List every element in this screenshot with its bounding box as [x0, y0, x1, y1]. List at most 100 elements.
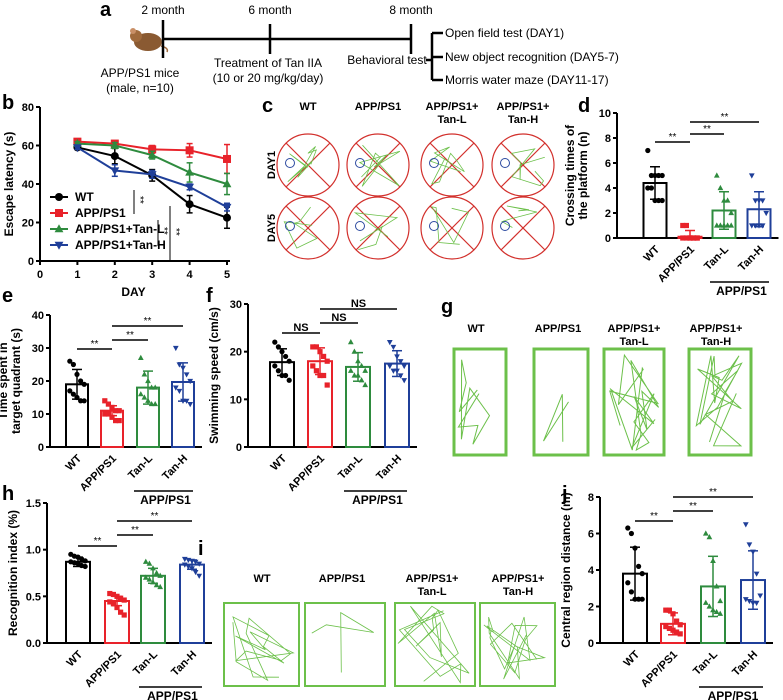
- data-point: [146, 560, 153, 566]
- series-APP/PS1+Tan-H: [73, 144, 232, 212]
- data-point: [694, 235, 700, 241]
- data-point: [632, 596, 638, 602]
- maze-header: APP/PS1+: [497, 101, 550, 113]
- x-tick-label: APP/PS1: [83, 649, 124, 690]
- maze-row-label: DAY5: [266, 214, 278, 242]
- panel-label-h: h: [2, 483, 14, 505]
- treatment-label: Treatment of Tan IIA: [214, 56, 322, 70]
- open-field-header: Tan-H: [701, 336, 731, 348]
- data-point: [759, 198, 766, 204]
- water-maze-trajectory: [276, 133, 340, 197]
- data-point: [394, 368, 400, 374]
- data-point: [397, 373, 404, 379]
- data-point: [362, 381, 369, 388]
- data-point: [121, 612, 127, 618]
- data-point: [272, 339, 278, 345]
- y-axis-label: Swimming speed (cm/s): [207, 307, 221, 444]
- test-item: Morris water maze (DAY11-17): [445, 73, 609, 87]
- track-path: [695, 355, 743, 447]
- data-point: [713, 608, 720, 615]
- bar-group-WT: [65, 358, 89, 448]
- data-point: [78, 398, 84, 404]
- data-point: [724, 197, 731, 203]
- data-point: [313, 368, 319, 374]
- data-point: [148, 400, 155, 407]
- data-point: [275, 368, 281, 374]
- data-point: [192, 569, 199, 576]
- y-axis-label: Escape latency (s): [2, 132, 16, 237]
- data-point: [147, 150, 157, 159]
- data-point: [652, 197, 658, 204]
- x-tick-label: APP/PS1: [286, 453, 327, 494]
- bar-group-APP/PS1: [660, 607, 686, 645]
- data-point: [82, 558, 88, 564]
- bar-group-APP/PS1: [100, 398, 124, 449]
- x-tick-label: 5: [224, 269, 230, 281]
- y-tick-label: 20: [32, 376, 44, 388]
- data-point: [355, 372, 361, 378]
- platform-marker: [500, 158, 510, 168]
- y-tick-label: 8: [588, 492, 594, 504]
- x-tick-label: WT: [622, 648, 643, 669]
- bar-group-WT: [65, 551, 91, 644]
- data-point: [141, 394, 148, 400]
- data-point: [196, 561, 203, 567]
- data-point: [286, 377, 292, 383]
- data-point: [652, 172, 658, 179]
- data-point: [397, 359, 404, 365]
- data-point: [717, 184, 724, 191]
- data-point: [752, 198, 759, 204]
- data-point: [157, 572, 164, 578]
- data-point: [286, 358, 292, 364]
- data-point: [185, 200, 194, 209]
- data-point: [105, 411, 111, 417]
- track-path: [483, 616, 547, 681]
- data-point: [351, 372, 358, 378]
- data-point: [110, 140, 120, 149]
- y-axis-label: Recognition index (%): [6, 510, 20, 636]
- data-point: [148, 145, 157, 154]
- data-point: [756, 198, 762, 204]
- data-point: [706, 534, 713, 540]
- data-point: [157, 583, 164, 590]
- maze-header: APP/PS1: [355, 101, 401, 113]
- water-maze-trajectory: [491, 133, 555, 197]
- data-point: [670, 627, 676, 633]
- data-point: [648, 185, 655, 191]
- y-tick-label: 0: [38, 442, 44, 454]
- data-point: [639, 571, 645, 577]
- data-point: [717, 597, 724, 604]
- data-point: [189, 566, 195, 572]
- data-point: [185, 167, 194, 176]
- data-point: [313, 344, 319, 350]
- y-tick-label: 10: [599, 108, 611, 120]
- data-point: [110, 601, 116, 607]
- bar-group-Tan-H: [740, 522, 766, 644]
- object-recognition-trajectory: [304, 602, 386, 687]
- track-path: [543, 394, 569, 442]
- data-point: [113, 418, 119, 424]
- data-point: [176, 388, 183, 395]
- data-point: [78, 378, 84, 384]
- panel-label-f: f: [206, 285, 213, 307]
- data-point: [752, 223, 759, 229]
- data-point: [70, 361, 76, 368]
- recognition-header: APP/PS1+: [492, 573, 545, 585]
- pool: [420, 133, 484, 197]
- significance-label: **: [158, 227, 169, 235]
- data-point: [691, 235, 697, 241]
- significance-label: **: [144, 316, 152, 327]
- data-point: [118, 609, 124, 615]
- bar: [140, 574, 166, 644]
- platform-marker: [355, 158, 365, 168]
- recognition-header: Tan-L: [417, 586, 446, 598]
- water-maze-trajectory: [420, 133, 484, 197]
- data-point: [81, 381, 87, 387]
- data-point: [118, 595, 124, 601]
- data-point: [110, 167, 120, 176]
- significance-label: **: [131, 525, 139, 536]
- swim-path: [510, 148, 545, 187]
